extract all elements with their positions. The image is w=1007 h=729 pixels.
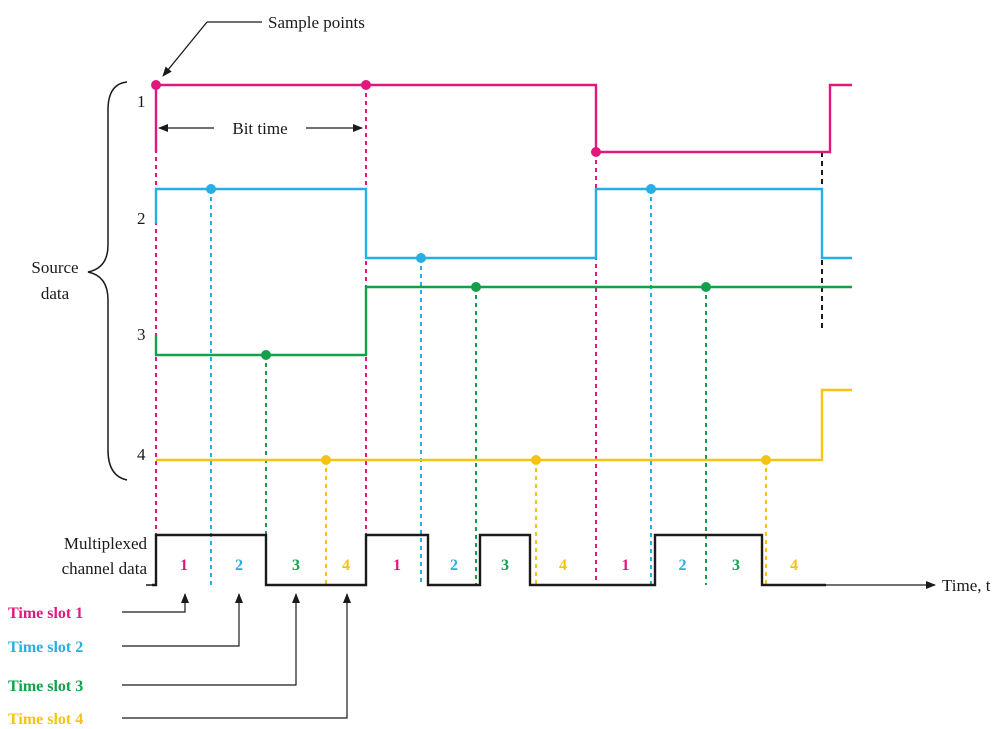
- sample-dot-source-3: [701, 282, 711, 292]
- bit-time-label: Bit time: [232, 119, 287, 138]
- channel-label-line2: channel data: [62, 559, 148, 578]
- source-number-1: 1: [137, 92, 146, 111]
- waveform-source-2: [154, 187, 852, 260]
- channel-slot-number: 4: [342, 557, 350, 574]
- time-slot-label-2: Time slot 2: [8, 639, 83, 656]
- source-data-label: Source: [31, 258, 78, 277]
- channel-slot-number: 3: [732, 557, 740, 574]
- time-slot-1-leader: [122, 593, 189, 613]
- waveform-source-3: [154, 285, 852, 357]
- channel-slot-number: 2: [679, 557, 687, 574]
- sample-dot-source-4: [531, 455, 541, 465]
- slot-numbers: 1 2 3 4 1 2 3 4 1 2 3 4: [180, 557, 798, 574]
- channel-slot-number: 4: [790, 557, 798, 574]
- time-slot-label-1: Time slot 1: [8, 605, 83, 622]
- sample-dot-source-2: [206, 184, 216, 194]
- time-slot-3-leader: [122, 593, 300, 686]
- channel-label: Multiplexed: [64, 534, 148, 553]
- sample-dot-source-1: [361, 80, 371, 90]
- source-number-4: 4: [137, 445, 146, 464]
- sample-dot-source-4: [761, 455, 771, 465]
- sample-lines: [155, 85, 823, 585]
- time-slot-4-leader: [122, 593, 351, 719]
- sample-dot-source-2: [416, 253, 426, 263]
- channel-slot-number: 1: [393, 557, 401, 574]
- multiplexed-channel: [146, 533, 826, 587]
- sample-points-arrow: [162, 21, 208, 77]
- source-number-3: 3: [137, 325, 146, 344]
- channel-slot-number: 1: [180, 557, 188, 574]
- channel-slot-number: 4: [559, 557, 567, 574]
- channel-slot-number: 3: [501, 557, 509, 574]
- time-axis-label: Time, t: [942, 576, 991, 595]
- source-waveforms: [154, 83, 852, 462]
- channel-slot-number: 1: [622, 557, 630, 574]
- waveform-source-4: [156, 388, 852, 462]
- sample-dots: [151, 80, 771, 465]
- time-slot-label-3: Time slot 3: [8, 678, 83, 695]
- source-number-2: 2: [137, 209, 146, 228]
- sample-dot-source-3: [261, 350, 271, 360]
- time-slot-2-leader: [122, 593, 243, 647]
- channel-slot-number: 2: [450, 557, 458, 574]
- channel-slot-number: 2: [235, 557, 243, 574]
- sample-dot-source-1: [151, 80, 161, 90]
- source-data-brace: [87, 81, 128, 481]
- sample-dot-source-2: [646, 184, 656, 194]
- time-slot-callouts: Time slot 1 Time slot 2 Time slot 3 Time…: [8, 593, 351, 728]
- waveform-source-1: [154, 83, 852, 154]
- sample-dot-source-4: [321, 455, 331, 465]
- sample-dot-source-3: [471, 282, 481, 292]
- sample-points-label: Sample points: [268, 13, 365, 32]
- sample-dot-source-1: [591, 147, 601, 157]
- time-slot-label-4: Time slot 4: [8, 711, 83, 728]
- channel-slot-number: 3: [292, 557, 300, 574]
- source-data-label-line2: data: [41, 284, 70, 303]
- channel-waveform: [152, 533, 826, 587]
